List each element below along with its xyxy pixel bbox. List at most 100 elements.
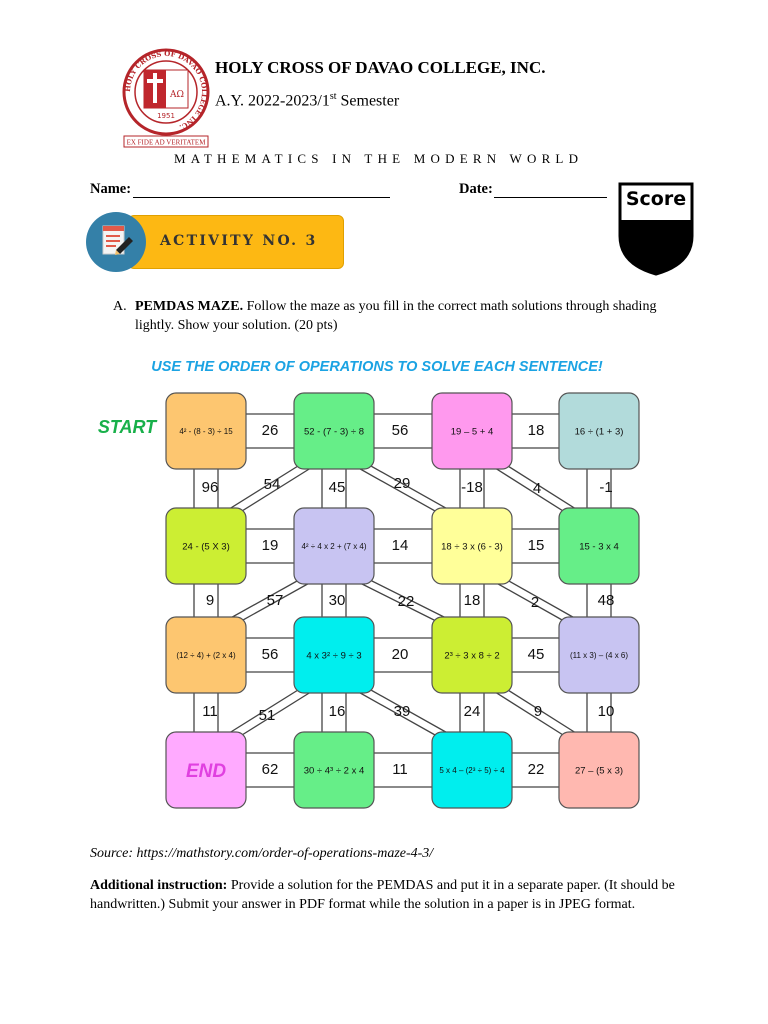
maze-number-horizontal: 22 (528, 761, 545, 778)
maze-box (293, 507, 375, 585)
maze-box (293, 392, 375, 470)
maze-box-expression: 18 ÷ 3 x (6 - 3) (441, 542, 503, 553)
maze-box-expression: 27 – (5 x 3) (575, 766, 623, 777)
maze-number-diagonal: 9 (534, 703, 542, 720)
maze-corridor-diag (345, 460, 445, 517)
maze-number-vertical: 18 (464, 592, 481, 609)
seal-motto: EX FIDE AD VERITATEM (127, 139, 207, 147)
maze-corridor-diag (217, 684, 307, 741)
maze-box-expression: 5 x 4 – (2³ ÷ 5) ÷ 4 (439, 766, 505, 775)
maze-box (558, 616, 640, 694)
maze-box (558, 507, 640, 585)
maze-end-label: END (186, 761, 226, 782)
maze-number-diagonal: 29 (394, 475, 411, 492)
maze-box (431, 616, 513, 694)
maze-box-expression: 15 - 3 x 4 (579, 542, 619, 553)
maze-corridor-diag (499, 684, 588, 741)
instruction-bold: PEMDAS MAZE. (135, 299, 244, 314)
maze-box-expression: 4² - (8 - 3) ÷ 15 (179, 427, 233, 436)
maze-box-expression: 4 x 3² ÷ 9 ÷ 3 (306, 651, 361, 662)
score-badge: Score (618, 182, 694, 276)
maze-number-horizontal: 45 (528, 646, 545, 663)
maze-number-vertical: -18 (461, 479, 483, 496)
academic-year: A.Y. 2022-2023/1st Semester (215, 91, 400, 110)
maze-corridor-diag (361, 684, 461, 741)
maze-number-horizontal: 26 (262, 422, 279, 439)
maze-number-vertical: 48 (598, 592, 615, 609)
maze-number-diagonal: 54 (264, 476, 281, 493)
maze-number-horizontal: 14 (392, 537, 409, 554)
additional-instruction: Additional instruction: Provide a soluti… (90, 878, 675, 912)
maze-box-expression: 16 ÷ (1 + 3) (575, 427, 624, 438)
school-seal-logo: HOLY CROSS OF DAVAO COLLEGE INC. AΩ 1951… (122, 48, 210, 148)
maze-number-vertical: 11 (202, 703, 218, 720)
maze-corridor-diag (483, 460, 572, 517)
instruction-text: Follow the maze as you fill in the corre… (135, 299, 657, 333)
maze-number-horizontal: 20 (392, 646, 409, 663)
maze-number-vertical: 45 (329, 479, 346, 496)
maze-corridor-diag (483, 684, 572, 741)
maze-corridor-diag (233, 684, 323, 741)
maze-corridor-diag (499, 460, 588, 517)
maze-number-diagonal: 57 (267, 592, 284, 609)
maze-number-horizontal: 19 (262, 537, 279, 554)
name-field[interactable] (133, 183, 390, 198)
maze-box-expression: (12 ÷ 4) + (2 x 4) (176, 651, 236, 660)
maze-number-vertical: -1 (599, 479, 612, 496)
name-label: Name: (90, 181, 132, 197)
maze-box-expression: 30 ÷ 4³ ÷ 2 x 4 (304, 766, 365, 777)
maze-number-horizontal: 18 (528, 422, 545, 439)
maze-box-expression: 4² ÷ 4 x 2 + (7 x 4) (301, 542, 366, 551)
date-label: Date: (459, 181, 493, 197)
maze-number-horizontal: 11 (392, 761, 408, 778)
score-label: Score (626, 188, 686, 210)
maze-number-vertical: 10 (598, 703, 615, 720)
document-pencil-icon (86, 212, 146, 272)
maze-box-expression: (11 x 3) – (4 x 6) (570, 651, 628, 660)
maze-box-expression: 19 – 5 + 4 (451, 427, 494, 438)
course-title: MATHEMATICS IN THE MODERN WORLD (174, 151, 584, 166)
maze-number-vertical: 96 (202, 479, 219, 496)
maze-number-vertical: 16 (329, 703, 346, 720)
maze-number-diagonal: 4 (533, 480, 541, 497)
maze-box (165, 731, 247, 809)
maze-corridor-diag (233, 460, 323, 517)
maze-corridor-diag (345, 684, 445, 741)
seal-year: 1951 (157, 112, 175, 120)
maze-box (431, 392, 513, 470)
instruction-letter: A. (113, 299, 127, 314)
maze-box (431, 731, 513, 809)
maze-box (165, 507, 247, 585)
maze-number-vertical: 30 (329, 592, 346, 609)
maze-number-vertical: 9 (206, 592, 214, 609)
school-name: HOLY CROSS OF DAVAO COLLEGE, INC. (215, 58, 546, 77)
activity-banner (128, 215, 344, 269)
pemdas-maze: 4² - (8 - 3) ÷ 15 52 - (7 - 3) ÷ 8 19 – 5 … (92, 350, 662, 812)
maze-number-horizontal: 62 (262, 761, 279, 778)
maze-box (165, 616, 247, 694)
source-citation: Source: https://mathstory.com/order-of-o… (90, 846, 434, 861)
activity-label: ACTIVITY NO. 3 (160, 233, 318, 249)
maze-title: USE THE ORDER OF OPERATIONS TO SOLVE EAC… (151, 359, 603, 375)
maze-box (293, 731, 375, 809)
maze-number-diagonal: 51 (259, 707, 276, 724)
maze-box (558, 392, 640, 470)
maze-number-horizontal: 56 (392, 422, 409, 439)
maze-box-expression: 52 - (7 - 3) ÷ 8 (304, 427, 364, 438)
maze-number-vertical: 24 (464, 703, 481, 720)
maze-number-diagonal: 22 (398, 593, 415, 610)
date-field[interactable] (494, 183, 607, 198)
maze-box-expression: 24 - (5 X 3) (182, 542, 230, 553)
maze-number-diagonal: 2 (531, 594, 539, 611)
maze-box (558, 731, 640, 809)
maze-corridor-diag (361, 460, 461, 517)
maze-number-diagonal: 39 (394, 703, 411, 720)
seal-alpha-omega: AΩ (169, 90, 184, 100)
maze-box-expression: 2³ ÷ 3 x 8 ÷ 2 (444, 651, 499, 662)
maze-number-horizontal: 15 (528, 537, 545, 554)
maze-start-label: START (98, 417, 158, 437)
maze-box (431, 507, 513, 585)
maze-corridor-diag (217, 460, 307, 517)
instruction-a: A. PEMDAS MAZE. Follow the maze as you f… (113, 297, 673, 335)
maze-box (293, 616, 375, 694)
